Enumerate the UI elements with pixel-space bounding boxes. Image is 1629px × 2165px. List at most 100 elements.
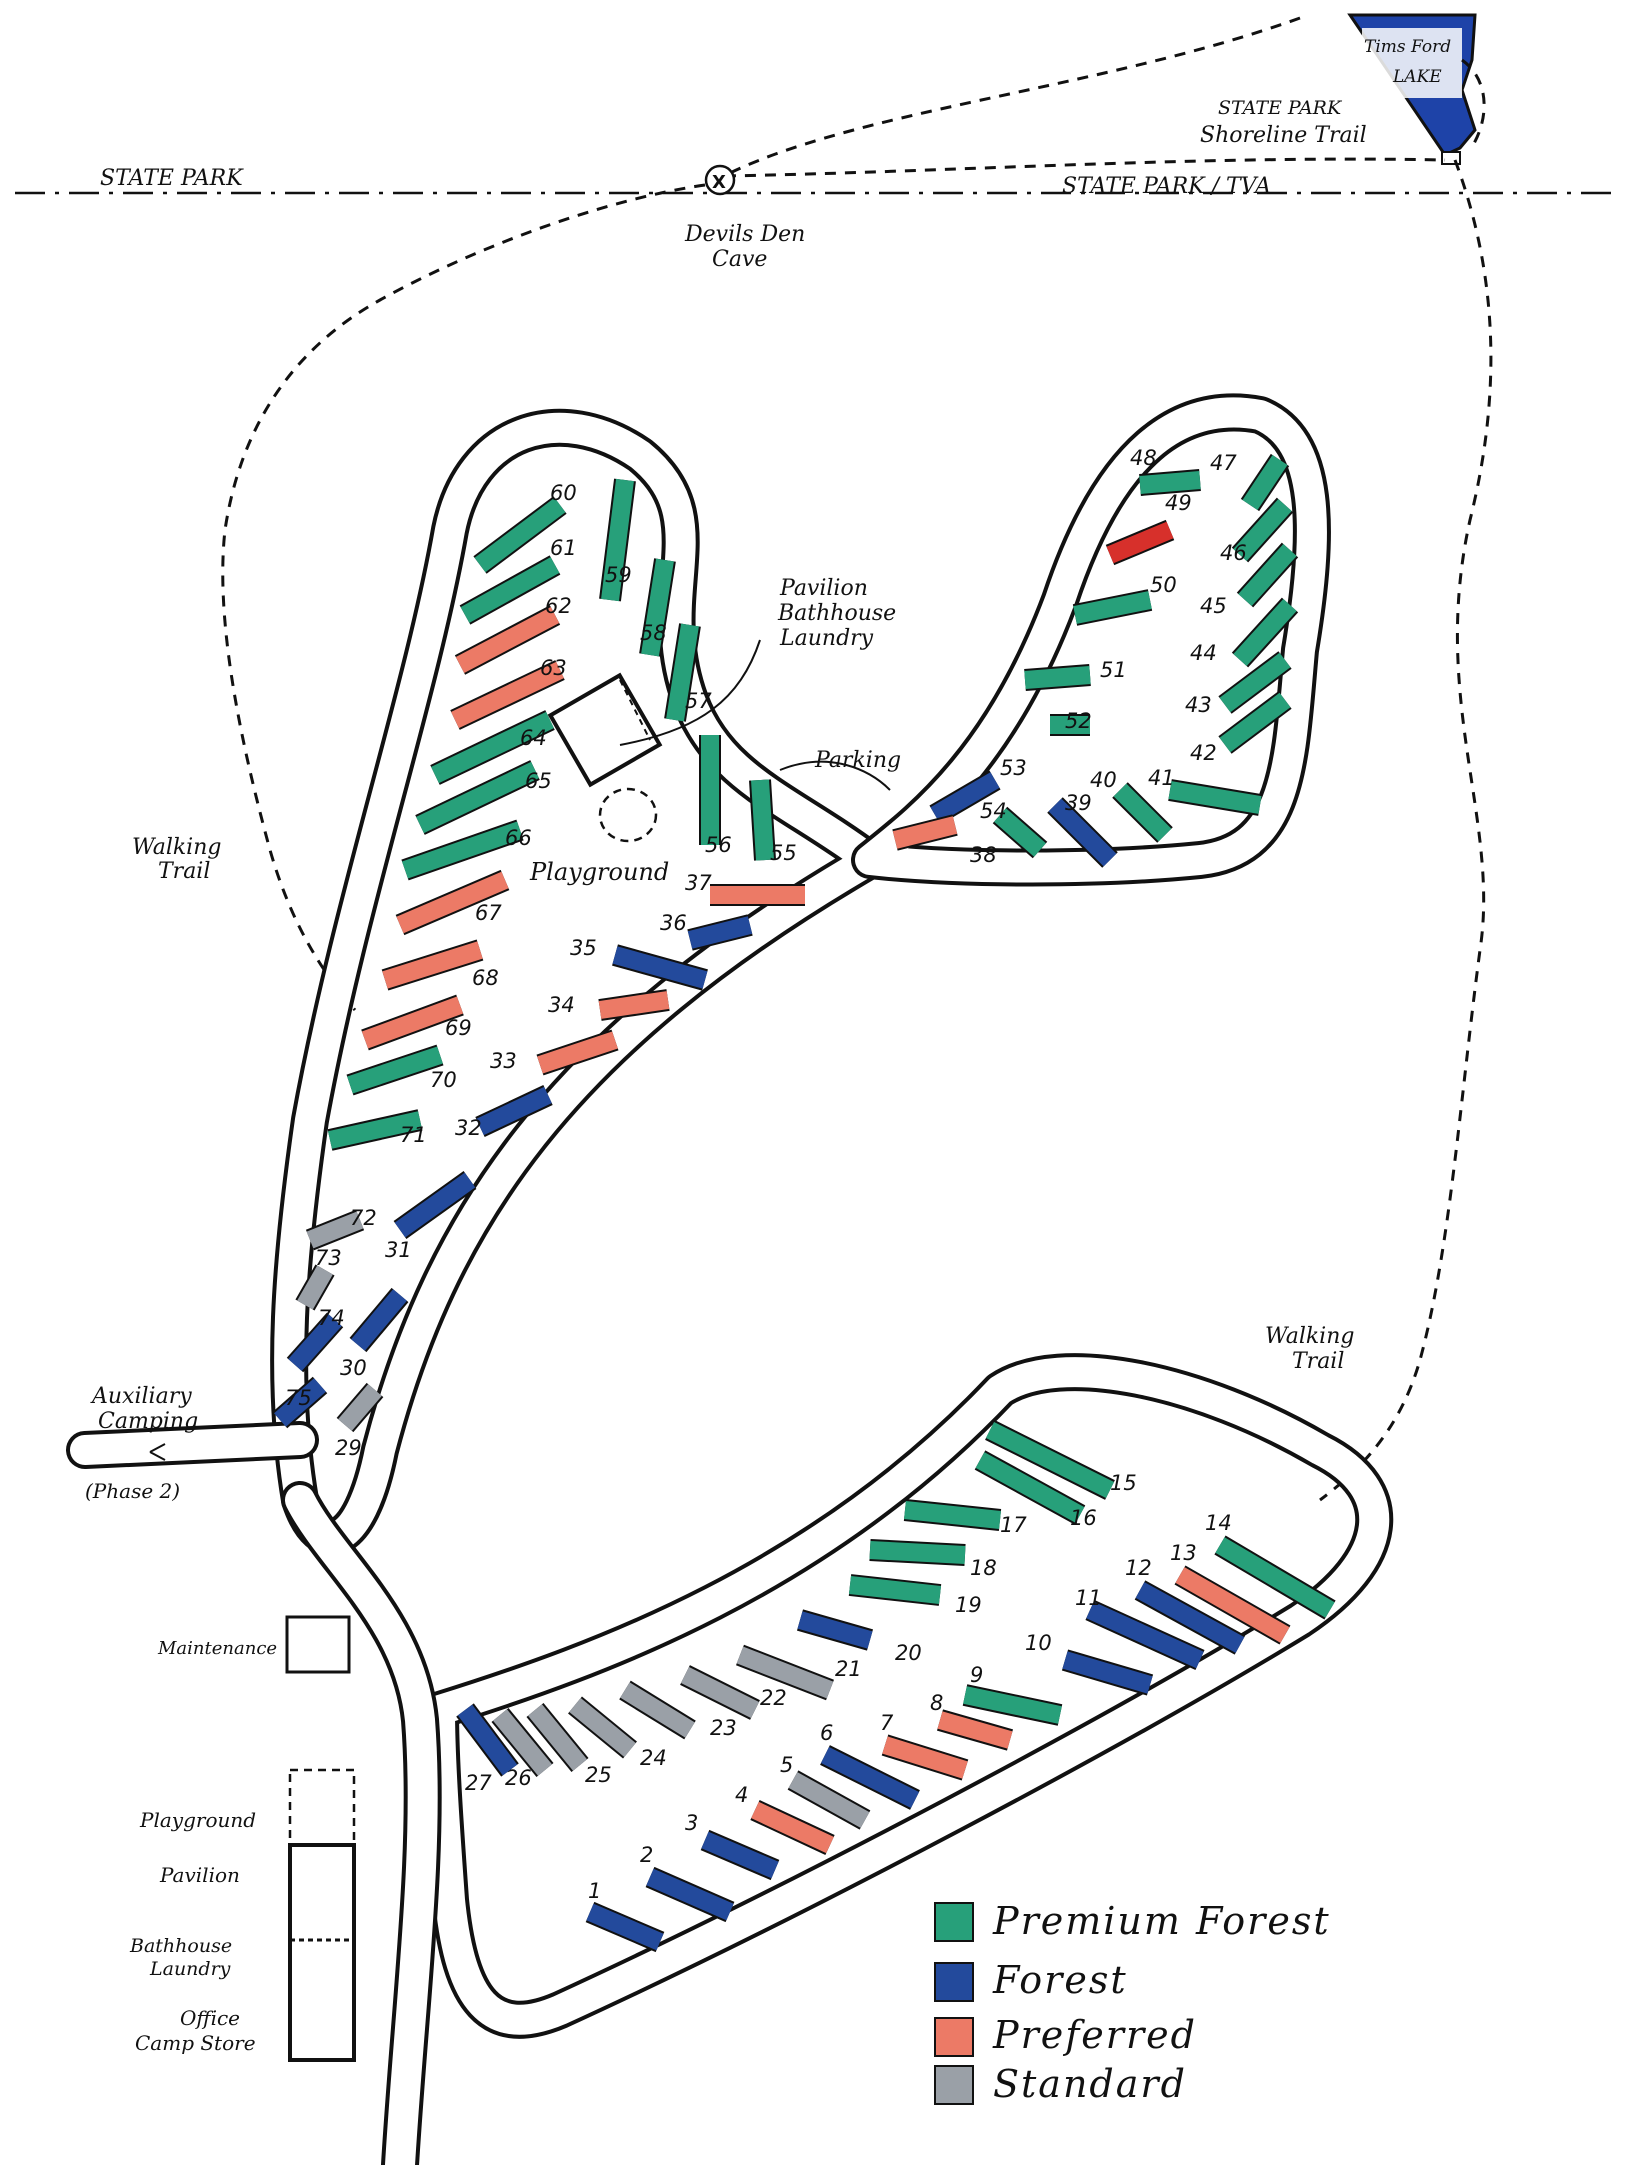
campsite-72[interactable] <box>306 1211 364 1249</box>
campsite-60[interactable] <box>474 497 566 573</box>
campsite-27[interactable] <box>457 1704 518 1776</box>
campsite-12[interactable] <box>1135 1582 1245 1653</box>
campsite-62-label: 62 <box>545 594 572 618</box>
campsite-67-label: 67 <box>475 901 502 925</box>
campsite-40-label: 40 <box>1090 768 1117 792</box>
campsite-41[interactable] <box>1168 781 1262 814</box>
campsite-58[interactable] <box>641 558 674 657</box>
campsite-51[interactable] <box>1024 666 1091 689</box>
campsite-44[interactable] <box>1233 598 1297 667</box>
campsite-2-label: 2 <box>640 1843 653 1867</box>
campsite-71-label: 71 <box>400 1123 427 1147</box>
campsite-5[interactable] <box>788 1772 870 1828</box>
campsite-18[interactable] <box>869 1541 966 1564</box>
legend-swatch-forest <box>934 1962 974 2002</box>
campsite-24[interactable] <box>569 1698 636 1757</box>
campsite-39-label: 39 <box>1065 791 1092 815</box>
campsite-3[interactable] <box>701 1831 779 1879</box>
campsite-10[interactable] <box>1062 1651 1153 1694</box>
campsite-65[interactable] <box>416 761 539 834</box>
campsite-53-label: 53 <box>1000 756 1027 780</box>
campsite-71[interactable] <box>328 1111 422 1149</box>
campsite-70-label: 70 <box>430 1068 457 1092</box>
building-playground-shape <box>288 1768 356 1847</box>
campsite-32[interactable] <box>476 1086 552 1136</box>
campsite-47[interactable] <box>1242 455 1288 510</box>
pavilion-building[interactable] <box>547 672 663 788</box>
maintenance-building[interactable]: Maintenance <box>157 1615 351 1674</box>
campsite-7[interactable] <box>882 1736 968 1779</box>
campsite-15[interactable] <box>985 1421 1115 1499</box>
campsite-49[interactable] <box>1106 521 1174 564</box>
campsite-61[interactable] <box>460 557 560 623</box>
campsite-58-label: 58 <box>640 621 667 645</box>
campsite-29[interactable] <box>338 1384 382 1431</box>
campsite-75[interactable] <box>274 1378 326 1427</box>
campsite-74[interactable] <box>288 1314 342 1371</box>
campsite-62[interactable] <box>455 607 560 673</box>
campsite-16[interactable] <box>975 1452 1085 1523</box>
campsite-64-label: 64 <box>520 726 547 750</box>
campsite-54[interactable] <box>892 816 958 849</box>
campsite-50[interactable] <box>1073 591 1152 624</box>
campsite-53[interactable] <box>930 772 1000 823</box>
campsite-20-label: 20 <box>895 1641 922 1665</box>
campsite-45[interactable] <box>1238 543 1297 607</box>
campsite-17[interactable] <box>904 1501 1001 1529</box>
building-main-shape <box>288 1843 356 2062</box>
campsite-31[interactable] <box>394 1172 476 1238</box>
campsite-70[interactable] <box>347 1046 443 1094</box>
campsite-49-label: 49 <box>1165 491 1192 515</box>
campsite-13[interactable] <box>1175 1567 1290 1643</box>
campsite-1[interactable] <box>586 1903 664 1951</box>
campsite-25[interactable] <box>528 1704 587 1771</box>
campsite-20[interactable] <box>797 1611 873 1649</box>
campsite-8[interactable] <box>937 1711 1013 1749</box>
campsite-30[interactable] <box>351 1289 407 1351</box>
campsite-4[interactable] <box>751 1801 834 1854</box>
campsite-36[interactable] <box>687 916 753 949</box>
campsite-22[interactable] <box>680 1666 760 1719</box>
campsite-66[interactable] <box>402 821 523 879</box>
campsite-55[interactable] <box>751 779 774 861</box>
campsite-19[interactable] <box>849 1576 941 1604</box>
parking-label: Parking <box>814 748 901 773</box>
campsite-63[interactable] <box>451 661 564 729</box>
walking-trails <box>221 16 1493 1502</box>
campsite-21[interactable] <box>736 1646 834 1699</box>
campsite-64[interactable] <box>431 711 554 784</box>
campsite-46[interactable] <box>1233 498 1292 562</box>
campsite-3-label: 3 <box>685 1811 698 1835</box>
campsite-14[interactable] <box>1215 1537 1335 1618</box>
campsite-57[interactable] <box>666 623 699 722</box>
lake-label-bg <box>1362 28 1462 98</box>
campsite-38[interactable] <box>994 808 1046 857</box>
campsite-48[interactable] <box>1139 471 1201 494</box>
campsite-73[interactable] <box>297 1265 333 1310</box>
campsite-34[interactable] <box>598 991 670 1019</box>
campsite-32-label: 32 <box>455 1116 482 1140</box>
campsite-67[interactable] <box>396 871 509 934</box>
playground-label: Playground <box>529 858 669 886</box>
campsite-2[interactable] <box>646 1868 734 1921</box>
campsite-11[interactable] <box>1086 1601 1204 1669</box>
campsite-4-label: 4 <box>735 1783 748 1807</box>
campsite-40[interactable] <box>1113 783 1172 842</box>
campsite-68[interactable] <box>382 941 483 989</box>
campsite-9[interactable] <box>963 1686 1062 1724</box>
campsite-43[interactable] <box>1219 652 1291 713</box>
campsite-26[interactable] <box>493 1709 552 1776</box>
campsite-33[interactable] <box>537 1031 618 1074</box>
campsite-35[interactable] <box>612 946 708 989</box>
maintenance-shape <box>285 1615 351 1674</box>
devils-den-cave[interactable]: X Devils Den Cave <box>684 164 805 272</box>
campsite-23[interactable] <box>620 1682 695 1738</box>
campsite-69[interactable] <box>361 996 464 1049</box>
campsite-6[interactable] <box>820 1746 920 1809</box>
campsite-39[interactable] <box>1048 798 1117 867</box>
building-playground-label: Playground <box>139 1808 256 1832</box>
office-building-complex[interactable]: Playground Pavilion Bathhouse Laundry Of… <box>129 1768 356 2062</box>
campsite-42[interactable] <box>1219 692 1291 753</box>
campsite-59[interactable] <box>601 478 634 602</box>
pavilion-label-line1: Pavilion <box>779 576 868 601</box>
